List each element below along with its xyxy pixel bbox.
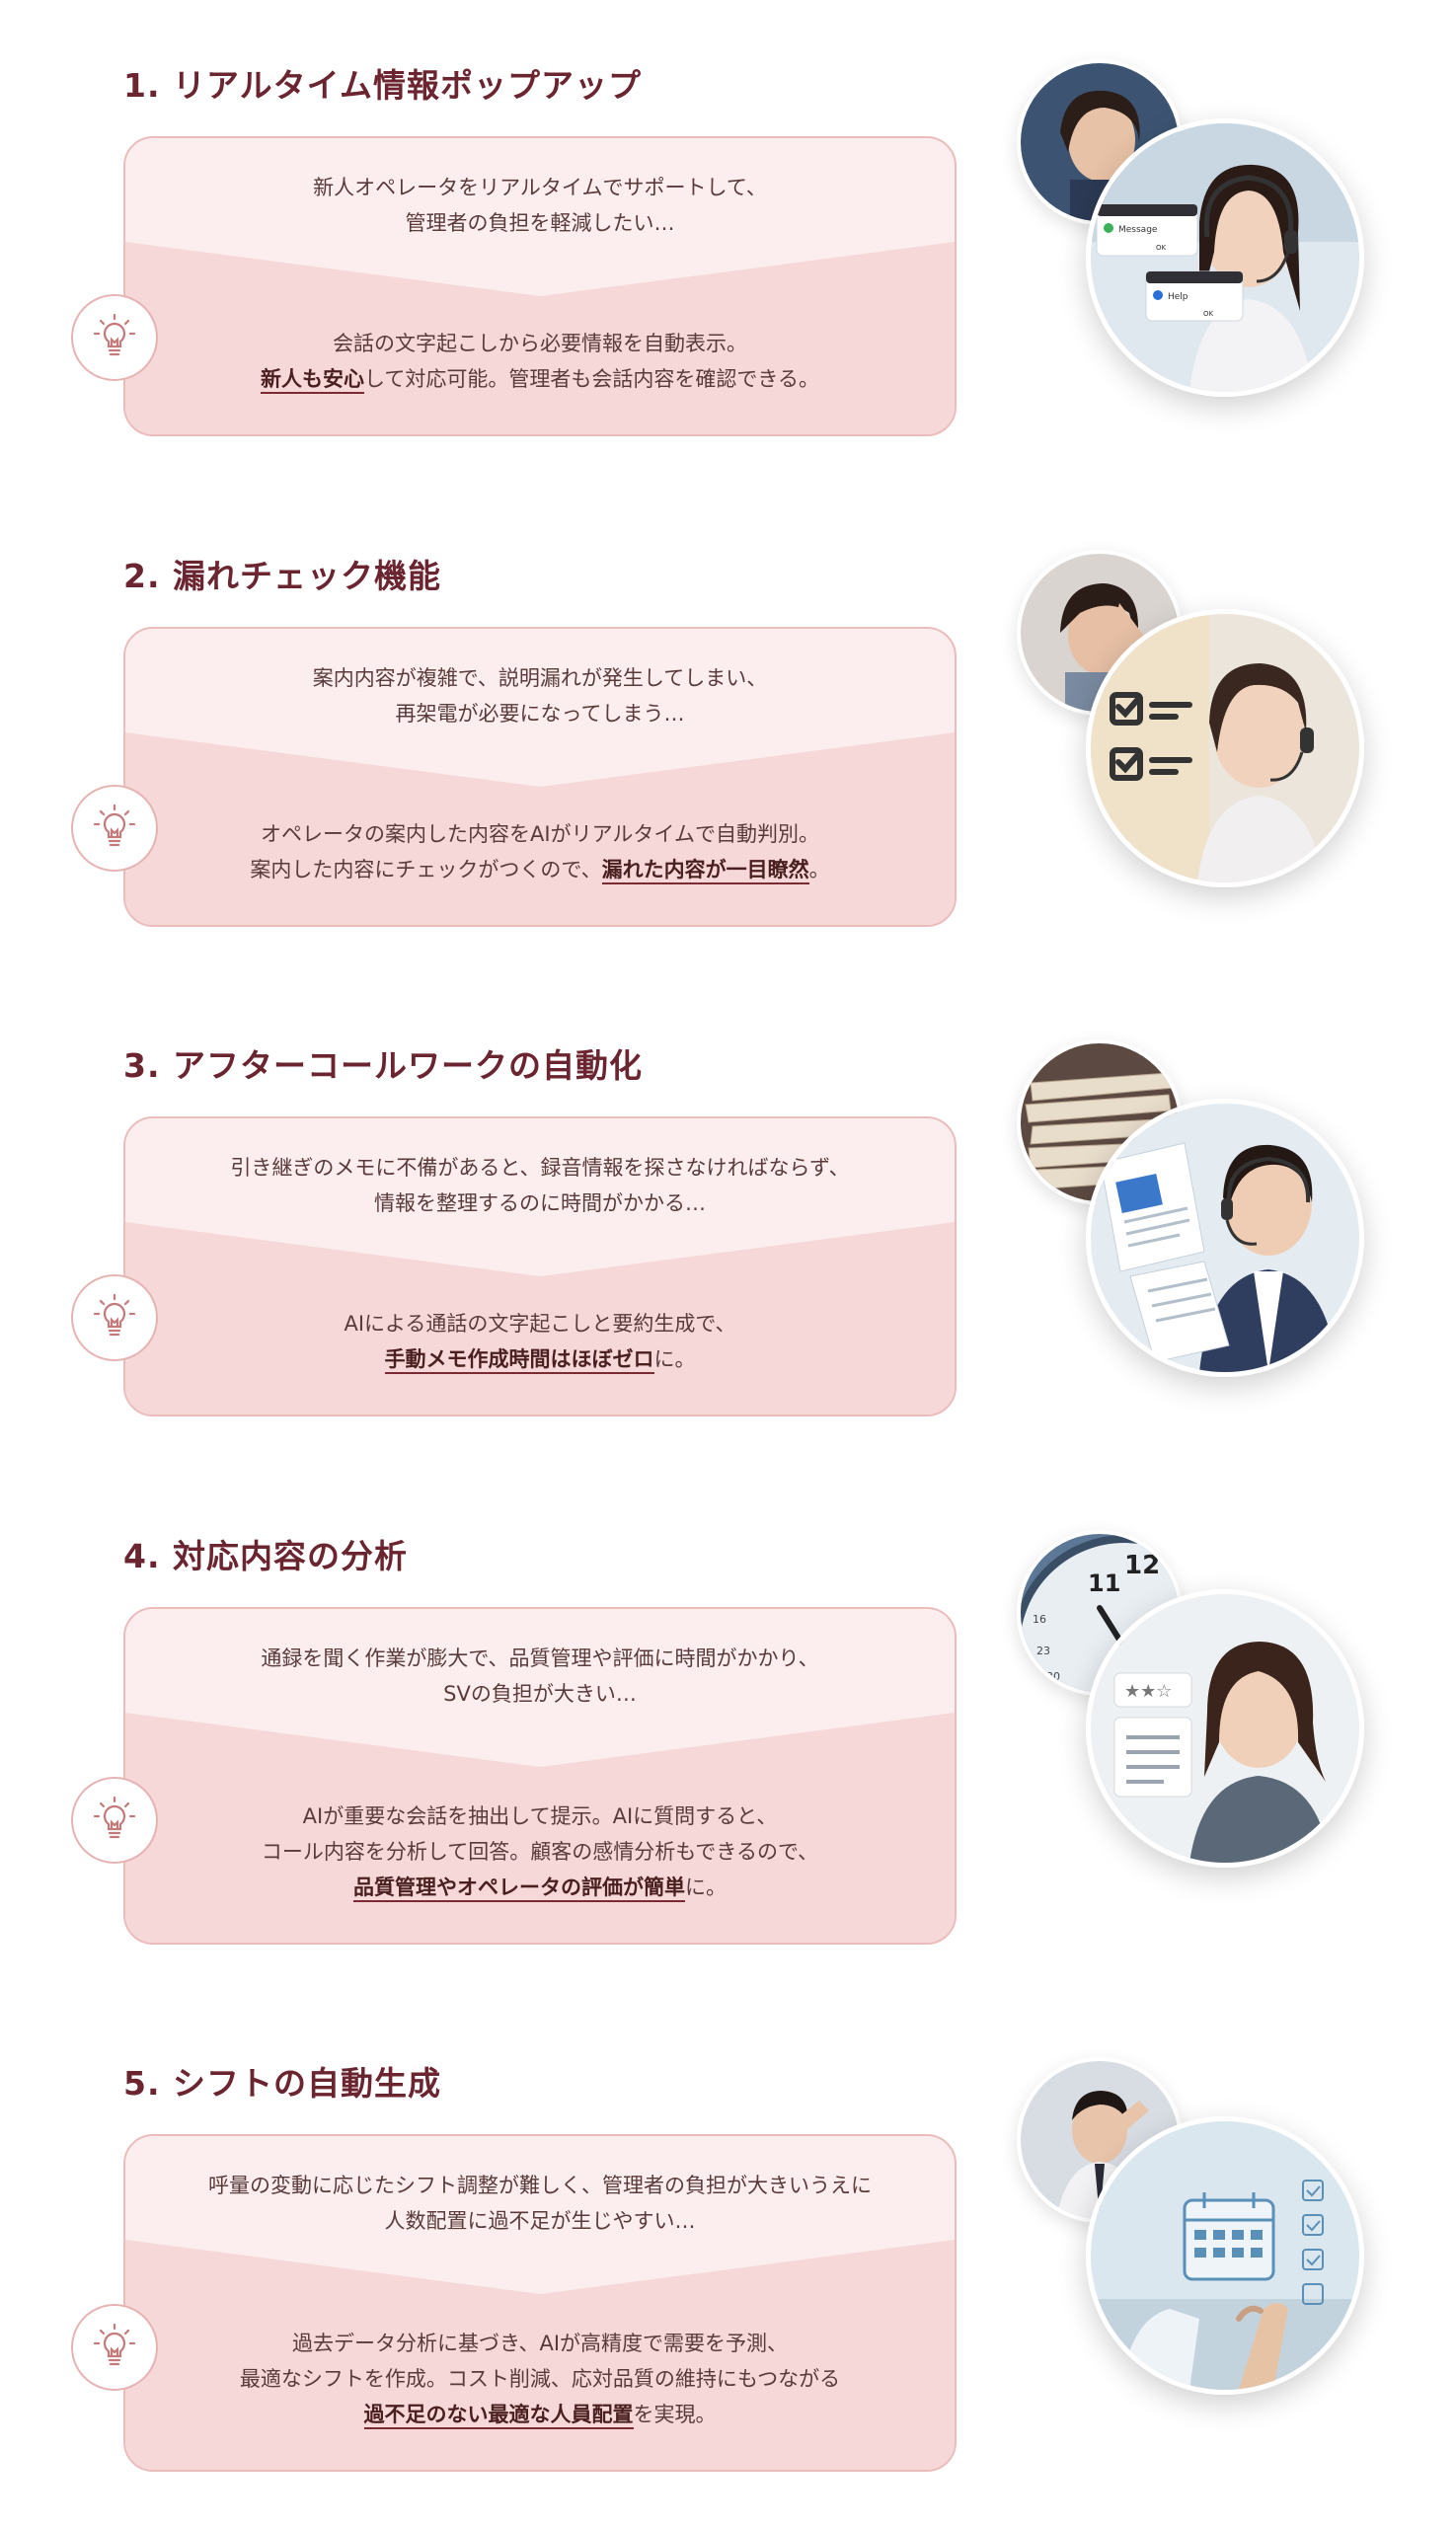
problem-text: 呼量の変動に応じたシフト調整が難しく、管理者の負担が大きいうえに 人数配置に過不… — [165, 2168, 915, 2239]
solution-segment: コール内容を分析して回答。顧客の感情分析もできるので、 — [261, 1840, 819, 1864]
lightbulb-icon — [71, 294, 158, 381]
card-band — [125, 1222, 955, 1415]
lightbulb-icon — [71, 1777, 158, 1864]
problem-line: 通録を聞く作業が膨大で、品質管理や評価に時間がかかり、 — [261, 1646, 819, 1670]
feature-1: 1. リアルタイム情報ポップアップ 新人オペレータをリアルタイムでサポートして、… — [0, 59, 1456, 474]
solution-segment: を実現。 — [633, 2403, 717, 2426]
solution-text: 過去データ分析に基づき、AIが高精度で需要を予測、 最適なシフトを作成。コスト削… — [165, 2326, 915, 2432]
popup-label: Help — [1168, 292, 1188, 302]
document-illustration — [1100, 1142, 1230, 1363]
supervisor-photo: ★★☆ — [1086, 1589, 1364, 1868]
feature-title: 5. シフトの自動生成 — [123, 2064, 441, 2103]
problem-text: 引き継ぎのメモに不備があると、録音情報を探さなければならず、 情報を整理するのに… — [165, 1150, 915, 1221]
solution-highlight: 新人も安心 — [261, 367, 365, 394]
feature-card: 案内内容が複雑で、説明漏れが発生してしまい、 再架電が必要になってしまう… オペ… — [123, 627, 957, 927]
schedule-ai-photo — [1086, 2116, 1364, 2395]
clock-number: 16 — [1033, 1613, 1046, 1626]
feature-card: 新人オペレータをリアルタイムでサポートして、 管理者の負担を軽減したい… 会話の… — [123, 136, 957, 436]
solution-line: 案内した内容にチェックがつくので、漏れた内容が一目瞭然。 — [165, 852, 915, 887]
card-band — [125, 732, 955, 925]
popup-label: Message — [1118, 225, 1158, 235]
solution-line: 新人も安心して対応可能。管理者も会話内容を確認できる。 — [165, 361, 915, 397]
operator-smiling-photo: Message OK Help OK — [1086, 118, 1364, 397]
solution-segment: して対応可能。管理者も会話内容を確認できる。 — [364, 367, 819, 391]
solution-text: AIが重要な会話を抽出して提示。AIに質問すると、 コール内容を分析して回答。顧… — [165, 1799, 915, 1905]
problem-text: 新人オペレータをリアルタイムでサポートして、 管理者の負担を軽減したい… — [165, 170, 915, 241]
report-card — [1113, 1717, 1192, 1798]
solution-segment: AIが重要な会話を抽出して提示。AIに質問すると、 — [302, 1804, 778, 1828]
solution-text: AIによる通話の文字起こしと要約生成で、 手動メモ作成時間はほぼゼロに。 — [165, 1306, 915, 1377]
solution-line: 過去データ分析に基づき、AIが高精度で需要を予測、 — [165, 2326, 915, 2361]
problem-line: 情報を整理するのに時間がかかる… — [374, 1191, 706, 1215]
problem-text: 通録を聞く作業が膨大で、品質管理や評価に時間がかかり、 SVの負担が大きい… — [165, 1641, 915, 1712]
help-popup: Help OK — [1145, 270, 1244, 322]
feature-card: 通録を聞く作業が膨大で、品質管理や評価に時間がかかり、 SVの負担が大きい… A… — [123, 1607, 957, 1945]
problem-line: 管理者の負担を軽減したい… — [405, 211, 675, 235]
solution-line: 会話の文字起こしから必要情報を自動表示。 — [165, 326, 915, 361]
popup-ok: OK — [1156, 244, 1167, 252]
feature-card: 引き継ぎのメモに不備があると、録音情報を探さなければならず、 情報を整理するのに… — [123, 1116, 957, 1417]
clock-number: 12 — [1124, 1551, 1160, 1580]
problem-text: 案内内容が複雑で、説明漏れが発生してしまい、 再架電が必要になってしまう… — [165, 660, 915, 731]
clock-number: 11 — [1088, 1570, 1120, 1597]
operator-documents-photo — [1086, 1099, 1364, 1377]
feature-4: 4. 対応内容の分析 通録を聞く作業が膨大で、品質管理や評価に時間がかかり、 S… — [0, 1530, 1456, 1945]
solution-segment: オペレータの案内した内容をAIがリアルタイムで自動判別。 — [261, 822, 819, 846]
clock-number: 30 — [1046, 1670, 1060, 1683]
feature-title: 1. リアルタイム情報ポップアップ — [123, 66, 642, 105]
feature-card: 呼量の変動に応じたシフト調整が難しく、管理者の負担が大きいうえに 人数配置に過不… — [123, 2134, 957, 2472]
feature-3: 3. アフターコールワークの自動化 引き継ぎのメモに不備があると、録音情報を探さ… — [0, 1039, 1456, 1454]
solution-line: 品質管理やオペレータの評価が簡単に。 — [165, 1870, 915, 1905]
solution-segment: AIによる通話の文字起こしと要約生成で、 — [344, 1312, 736, 1336]
popup-ok: OK — [1203, 310, 1214, 318]
problem-line: 引き継ぎのメモに不備があると、録音情報を探さなければならず、 — [230, 1156, 850, 1180]
problem-line: 再架電が必要になってしまう… — [395, 702, 685, 726]
message-popup: Message OK — [1096, 203, 1198, 257]
solution-highlight: 品質管理やオペレータの評価が簡単 — [353, 1876, 685, 1902]
solution-segment: 最適なシフトを作成。コスト削減、応対品質の維持にもつながる — [239, 2367, 841, 2391]
problem-line: 案内内容が複雑で、説明漏れが発生してしまい、 — [312, 666, 768, 690]
problem-line: SVの負担が大きい… — [443, 1682, 637, 1706]
solution-segment: 過去データ分析に基づき、AIが高精度で需要を予測、 — [291, 2332, 789, 2355]
feature-title: 2. 漏れチェック機能 — [123, 557, 441, 595]
solution-line: AIによる通話の文字起こしと要約生成で、 — [165, 1306, 915, 1341]
solution-line: オペレータの案内した内容をAIがリアルタイムで自動判別。 — [165, 816, 915, 852]
solution-highlight: 過不足のない最適な人員配置 — [363, 2403, 634, 2429]
solution-line: コール内容を分析して回答。顧客の感情分析もできるので、 — [165, 1834, 915, 1870]
solution-text: オペレータの案内した内容をAIがリアルタイムで自動判別。 案内した内容にチェック… — [165, 816, 915, 887]
solution-highlight: 漏れた内容が一目瞭然 — [601, 858, 809, 884]
star-rating-icon: ★★☆ — [1124, 1681, 1172, 1702]
card-band — [125, 242, 955, 434]
lightbulb-icon — [71, 2304, 158, 2391]
solution-line: 手動メモ作成時間はほぼゼロに。 — [165, 1341, 915, 1377]
feature-title: 3. アフターコールワークの自動化 — [123, 1046, 643, 1085]
solution-highlight: 手動メモ作成時間はほぼゼロ — [384, 1347, 654, 1374]
solution-line: AIが重要な会話を抽出して提示。AIに質問すると、 — [165, 1799, 915, 1834]
checklist-icon — [1110, 692, 1192, 781]
operator-checklist-photo — [1086, 609, 1364, 887]
clock-number: 23 — [1036, 1645, 1050, 1657]
feature-5: 5. シフトの自動生成 呼量の変動に応じたシフト調整が難しく、管理者の負担が大き… — [0, 2057, 1456, 2472]
lightbulb-icon — [71, 1274, 158, 1361]
solution-line: 過不足のない最適な人員配置を実現。 — [165, 2397, 915, 2432]
solution-segment: 。 — [808, 858, 830, 881]
solution-line: 最適なシフトを作成。コスト削減、応対品質の維持にもつながる — [165, 2361, 915, 2397]
card-band — [125, 1713, 955, 1943]
solution-segment: 会話の文字起こしから必要情報を自動表示。 — [333, 332, 747, 355]
problem-line: 人数配置に過不足が生じやすい… — [384, 2209, 696, 2233]
solution-segment: に。 — [653, 1347, 696, 1371]
feature-title: 4. 対応内容の分析 — [123, 1537, 408, 1575]
rating-card: ★★☆ — [1113, 1672, 1192, 1708]
solution-text: 会話の文字起こしから必要情報を自動表示。 新人も安心して対応可能。管理者も会話内… — [165, 326, 915, 397]
solution-segment: 案内した内容にチェックがつくので、 — [250, 858, 602, 881]
solution-segment: に。 — [685, 1876, 727, 1899]
card-band — [125, 2240, 955, 2470]
feature-2: 2. 漏れチェック機能 案内内容が複雑で、説明漏れが発生してしまい、 再架電が必… — [0, 550, 1456, 964]
lightbulb-icon — [71, 785, 158, 872]
problem-line: 呼量の変動に応じたシフト調整が難しく、管理者の負担が大きいうえに — [208, 2174, 872, 2197]
problem-line: 新人オペレータをリアルタイムでサポートして、 — [313, 176, 767, 199]
calendar-icon — [1183, 2192, 1275, 2281]
checkbox-column — [1302, 2180, 1324, 2305]
